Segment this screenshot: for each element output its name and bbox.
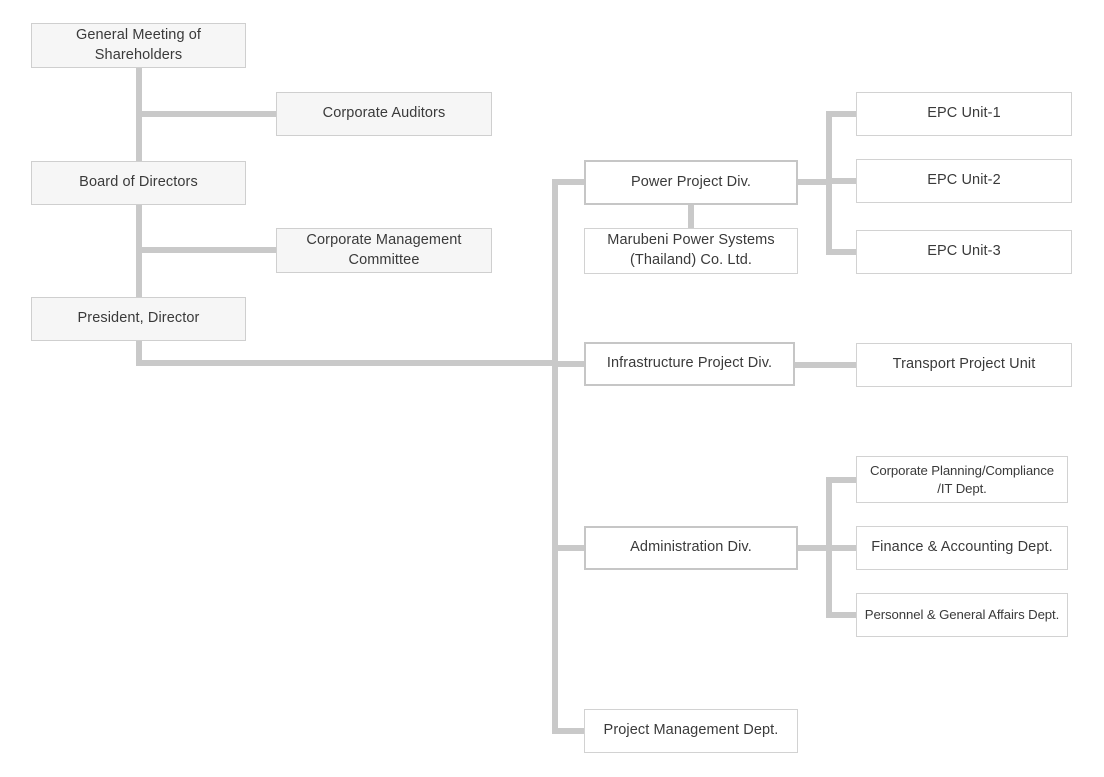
node-label: Corporate Planning/Compliance /IT Dept. [869,462,1055,496]
node-project-management-dept[interactable]: Project Management Dept. [584,709,798,753]
connector-trunk-divisions [552,179,558,734]
node-epc-unit-1[interactable]: EPC Unit-1 [856,92,1072,136]
connector-epc-bus-to-unit-3 [826,249,860,255]
node-label: Board of Directors [79,174,198,191]
node-label: Infrastructure Project Div. [606,355,773,372]
node-finance-accounting-dept[interactable]: Finance & Accounting Dept. [856,526,1068,570]
node-label: Personnel & General Affairs Dept. [864,607,1060,623]
connector-president-to-divisions [136,360,558,366]
node-label: Administration Div. [630,539,752,556]
node-corporate-auditors[interactable]: Corporate Auditors [276,92,492,136]
connector-dept-bus-to-finance [826,545,860,551]
node-corporate-management-committee[interactable]: Corporate Management Committee [276,228,492,273]
connector-power-project-to-marubeni [688,205,694,230]
node-personnel-general-affairs-dept[interactable]: Personnel & General Affairs Dept. [856,593,1068,637]
connector-power-project-to-epc-bus [796,179,832,185]
node-administration-div[interactable]: Administration Div. [584,526,798,570]
node-label: President, Director [77,310,200,327]
node-epc-unit-3[interactable]: EPC Unit-3 [856,230,1072,274]
node-label: General Meeting of Shareholders [75,26,202,63]
node-label: Corporate Management Committee [306,231,462,268]
node-label: EPC Unit-1 [927,105,1001,122]
node-power-project-div[interactable]: Power Project Div. [584,160,798,205]
node-general-meeting-of-shareholders[interactable]: General Meeting of Shareholders [31,23,246,68]
node-board-of-directors[interactable]: Board of Directors [31,161,246,205]
node-label: Corporate Auditors [322,105,446,122]
connector-president-stub [136,341,142,366]
node-label: Finance & Accounting Dept. [871,539,1053,556]
connector-trunk-to-power-project [552,179,586,185]
connector-dept-bus-to-corporate-planning [826,477,860,483]
connector-trunk-to-administration [552,545,586,551]
node-president-director[interactable]: President, Director [31,297,246,341]
node-epc-unit-2[interactable]: EPC Unit-2 [856,159,1072,203]
connector-administration-to-dept-bus [796,545,832,551]
node-label: Power Project Div. [631,173,751,190]
node-marubeni-power-systems-thailand[interactable]: Marubeni Power Systems (Thailand) Co. Lt… [584,228,798,274]
connector-infrastructure-to-transport [794,362,860,368]
node-label: Transport Project Unit [892,356,1036,373]
node-label: Project Management Dept. [603,722,779,739]
node-label: EPC Unit-2 [927,172,1001,189]
connector-dept-bus-to-personnel [826,612,860,618]
connector-trunk-to-infrastructure [552,361,586,367]
node-label: Marubeni Power Systems (Thailand) Co. Lt… [607,232,775,268]
node-transport-project-unit[interactable]: Transport Project Unit [856,343,1072,387]
connector-epc-bus-to-unit-2 [826,178,860,184]
connector-trunk-to-project-management [552,728,586,734]
connector-shareholders-to-auditors [136,111,276,117]
node-label: EPC Unit-3 [927,243,1001,260]
connector-board-to-management-committee [136,247,276,253]
node-infrastructure-project-div[interactable]: Infrastructure Project Div. [584,342,795,386]
node-corporate-planning-compliance-it-dept[interactable]: Corporate Planning/Compliance /IT Dept. [856,456,1068,503]
connector-epc-bus-to-unit-1 [826,111,860,117]
